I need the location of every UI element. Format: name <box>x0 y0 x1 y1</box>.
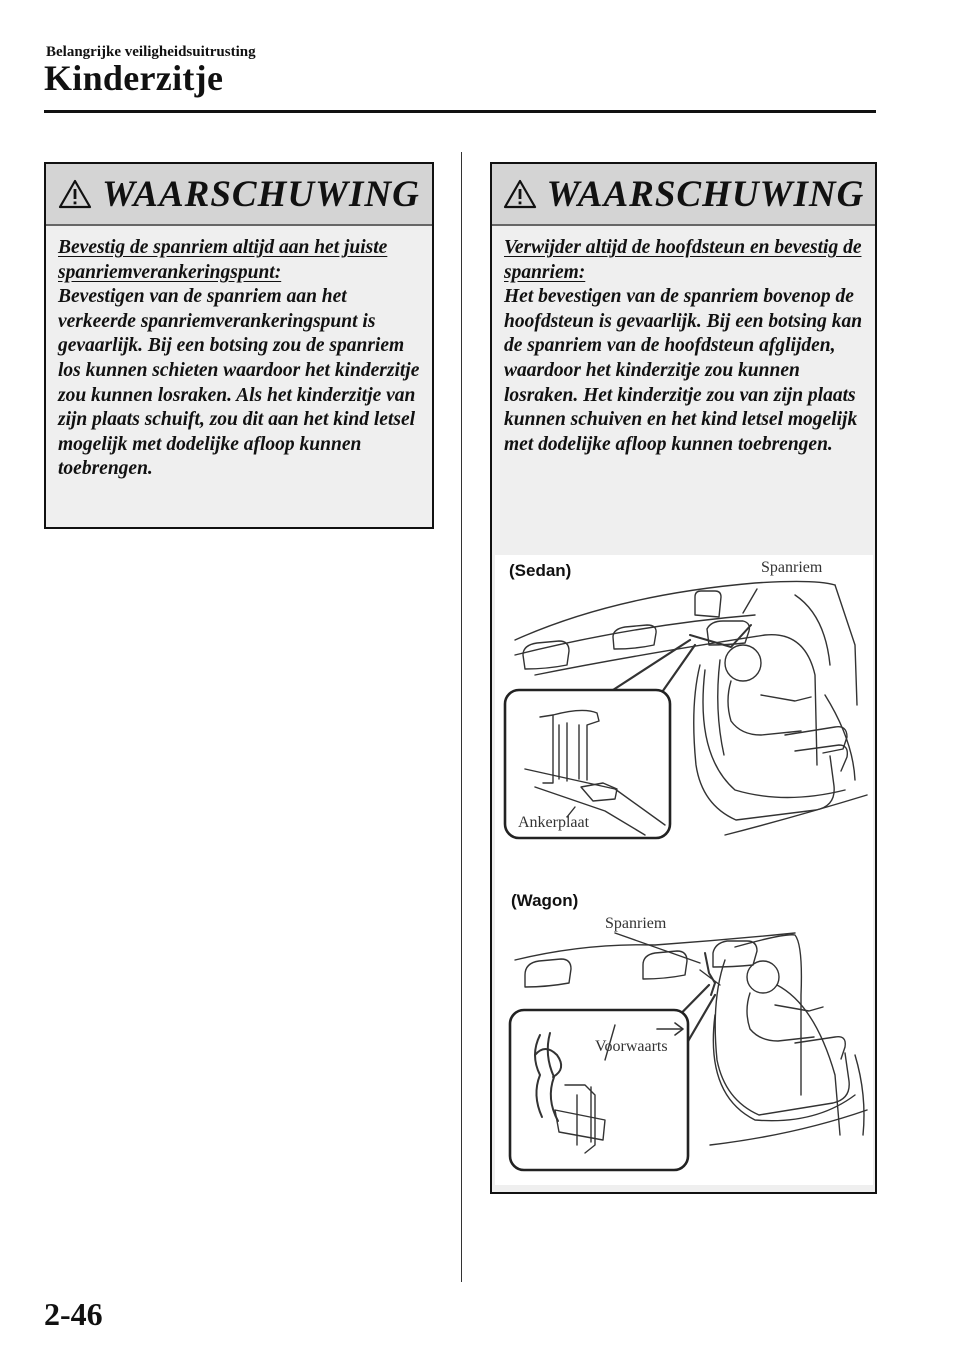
warning-title: WAARSCHUWING <box>546 173 865 215</box>
column-divider <box>461 152 462 1282</box>
warning-triangle-icon <box>58 179 92 209</box>
sedan-label: (Sedan) <box>509 561 572 580</box>
sedan-callout-anchor-plate: Ankerplaat <box>518 814 590 831</box>
wagon-label: (Wagon) <box>511 891 579 910</box>
warning-box-tether-anchor: WAARSCHUWING Bevestig de spanriem altijd… <box>44 162 434 529</box>
warning-lead: Verwijder altijd de hoofdsteun en bevest… <box>504 237 862 283</box>
warning-header: WAARSCHUWING <box>46 164 432 226</box>
page-title: Kinderzitje <box>44 58 224 98</box>
warning-body: Verwijder altijd de hoofdsteun en bevest… <box>492 226 875 457</box>
seat-illustration-drawing <box>503 580 868 1172</box>
page-number: 2-46 <box>44 1296 103 1332</box>
wagon-callout-strap: Spanriem <box>605 915 667 932</box>
warning-lead: Bevestig de spanriem altijd aan het juis… <box>58 237 388 283</box>
section-label: Belangrijke veiligheidsuitrusting <box>46 44 256 60</box>
header-rule <box>44 110 876 113</box>
warning-body: Bevestig de spanriem altijd aan het juis… <box>46 226 432 482</box>
warning-title: WAARSCHUWING <box>102 173 420 215</box>
warning-header: WAARSCHUWING <box>492 164 875 226</box>
warning-triangle-icon <box>503 179 537 209</box>
wagon-callout-forward: Voorwaarts <box>595 1038 668 1055</box>
warning-text: Bevestigen van de spanriem aan het verke… <box>58 286 420 480</box>
tether-strap-illustration: (Sedan) Spanriem Ankerplaat (Wagon) Span… <box>495 555 873 1185</box>
sedan-callout-strap: Spanriem <box>761 559 823 576</box>
warning-text: Het bevestigen van de spanriem bovenop d… <box>504 286 863 455</box>
